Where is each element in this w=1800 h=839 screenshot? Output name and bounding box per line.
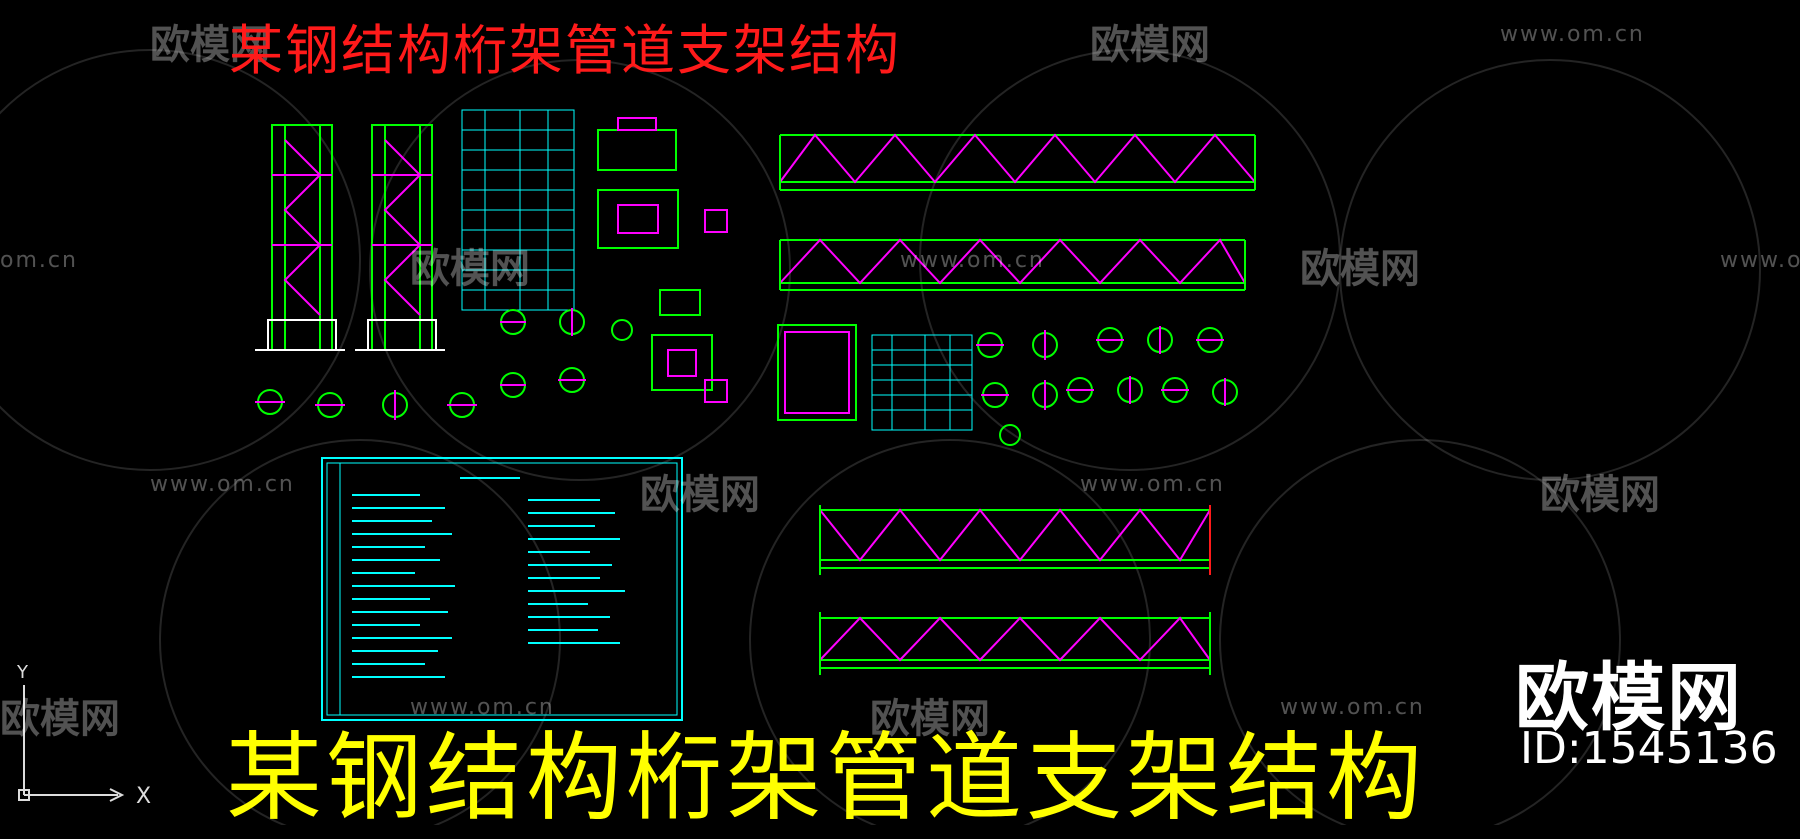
ucs-x-label: X [136, 784, 152, 809]
watermark-logo: 欧模网 [870, 696, 990, 742]
watermark-url: www.om.cn [410, 695, 555, 720]
drawing-title-top: 某钢结构桁架管道支架结构 [229, 19, 901, 82]
column-elevation-2 [355, 124, 445, 351]
watermark-logo: 欧模网 [1540, 472, 1660, 518]
watermark-logo: 欧模网 [410, 246, 530, 292]
brand-id: ID:1545136 [1520, 723, 1778, 774]
node-details-right [976, 326, 1238, 446]
truss-elevation-3 [819, 505, 1211, 575]
brand-logo: 欧模网 [1515, 655, 1743, 741]
watermark-logo: 欧模网 [150, 22, 270, 68]
watermark-url: www.om.cn [1500, 22, 1645, 47]
truss-elevation-2 [779, 238, 1246, 291]
watermark-logo: 欧模网 [0, 696, 120, 742]
design-notes-sheet [321, 457, 683, 721]
truss-elevation-4 [819, 612, 1211, 675]
drawing-title-bottom: 某钢结构桁架管道支架结构 [226, 722, 1426, 834]
watermark-url: www.om.cn [1280, 695, 1425, 720]
watermark-url: www.om.cn [900, 248, 1045, 273]
truss-section [777, 324, 857, 421]
watermark-logo: 欧模网 [640, 472, 760, 518]
column-elevation-1 [255, 124, 345, 351]
truss-elevation-1 [779, 133, 1256, 191]
watermark-url: www.om.cn [1720, 248, 1800, 273]
watermark-logo: 欧模网 [1090, 22, 1210, 68]
watermark-url: www.om.cn [150, 472, 295, 497]
node-details-left [255, 308, 633, 420]
watermark-circles [0, 49, 1761, 825]
ucs-y-label: Y [17, 662, 28, 683]
watermark-url: www.om.cn [1080, 472, 1225, 497]
material-table-2 [871, 334, 973, 431]
watermark-url: om.cn [0, 248, 78, 273]
foundation-detail [597, 117, 728, 403]
watermark-logo: 欧模网 [1300, 246, 1420, 292]
ucs-axis-icon [18, 685, 125, 802]
